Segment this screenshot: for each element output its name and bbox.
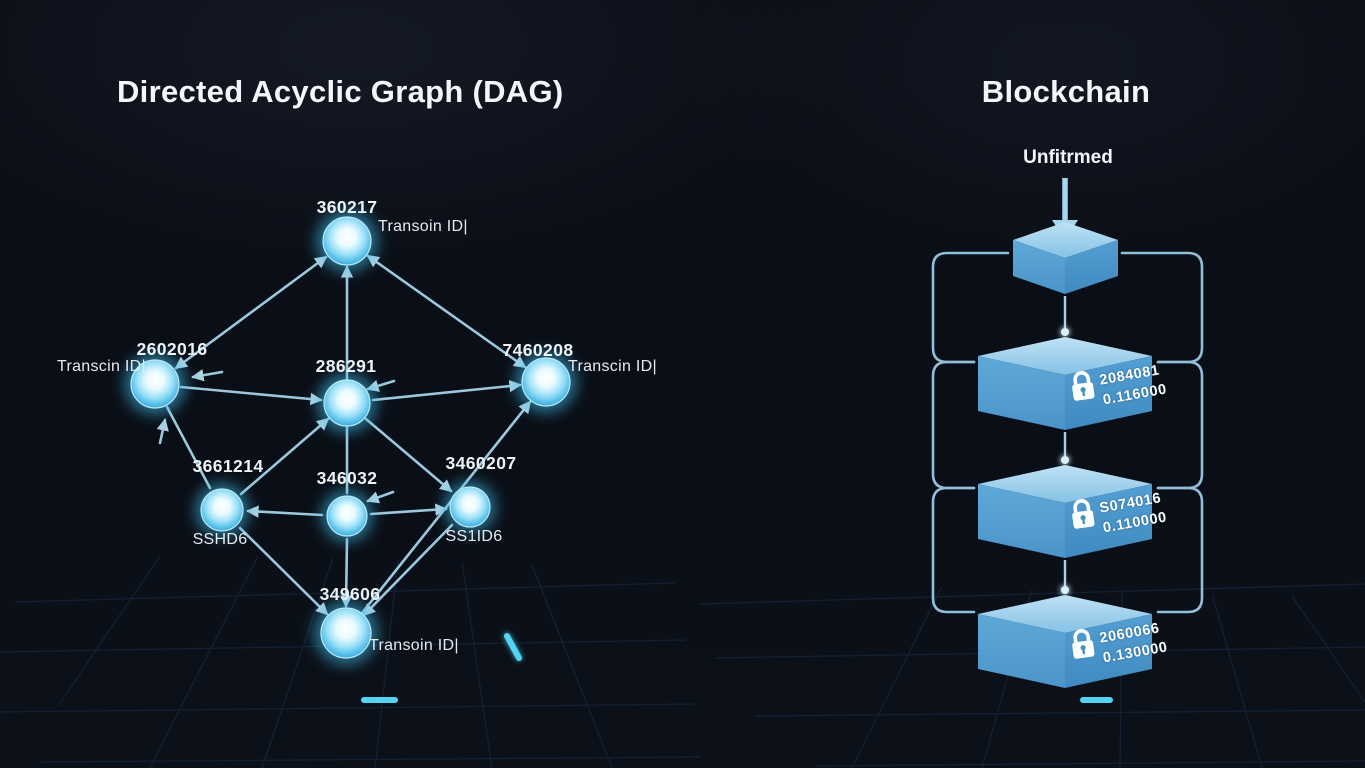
dag-edge — [364, 417, 453, 493]
dag-float-arrow — [191, 369, 224, 382]
node-number: 346032 — [316, 468, 378, 488]
node-number: 286291 — [315, 356, 377, 376]
node-tag: Transoin ID| — [378, 218, 468, 235]
dag-node-bottom — [314, 601, 378, 665]
dag-float-arrow — [156, 418, 169, 445]
dag-node-lower-right — [444, 481, 496, 533]
dag-float-arrow — [366, 490, 395, 504]
connector-dot — [1061, 586, 1069, 594]
dag-node-center — [317, 373, 377, 433]
connector-dots — [1060, 327, 1070, 595]
dag-edge — [238, 526, 329, 616]
block-3 — [978, 595, 1152, 688]
dag-node-top — [316, 210, 378, 272]
dag-edge — [246, 505, 324, 518]
dag-edge — [239, 417, 330, 496]
bracket-right — [1120, 251, 1204, 614]
lock-icon — [1072, 499, 1095, 529]
node-number: 3460207 — [445, 453, 517, 473]
lock-icon — [1072, 629, 1095, 659]
dag-node-right — [515, 351, 577, 413]
node-number: 3661214 — [192, 456, 264, 476]
node-tag: Transoin ID| — [369, 637, 459, 654]
dag-edge — [165, 405, 212, 490]
connector-dot — [1061, 456, 1069, 464]
dag-edge — [339, 537, 353, 608]
block-1 — [978, 337, 1152, 430]
dag-title: Directed Acyclic Graph (DAG) — [117, 74, 564, 109]
dag-node-left — [124, 353, 186, 415]
unconfirmed-label: Unfitrmed — [1023, 147, 1113, 168]
lock-icon — [1072, 371, 1095, 401]
node-tag: SSHD6 — [192, 531, 248, 548]
block-2 — [978, 465, 1152, 558]
node-number: 360217 — [316, 197, 378, 217]
node-number: 349606 — [319, 584, 381, 604]
node-tag: SS1ID6 — [445, 528, 503, 545]
block-3-text: 2060066 0.130000 — [1098, 618, 1169, 669]
connector-dot — [1061, 328, 1069, 336]
dag-nodes — [124, 210, 577, 665]
dag-edge — [369, 503, 448, 516]
floor-grid — [0, 555, 1365, 768]
dag-edge — [366, 254, 527, 369]
blockchain-title: Blockchain — [981, 74, 1151, 109]
block-2-text: S074016 0.110000 — [1098, 488, 1168, 539]
block-unconfirmed — [1013, 222, 1118, 294]
node-tag: Transcin ID| — [568, 358, 657, 375]
bracket-left — [931, 251, 1010, 614]
dag-edge — [371, 379, 522, 402]
dag-node-lower-left — [195, 483, 249, 537]
glow-dashes — [361, 633, 1113, 703]
block-1-text: 2084081 0.116000 — [1098, 360, 1168, 411]
node-number: 2602016 — [136, 339, 208, 359]
dag-node-lower-center — [321, 490, 373, 542]
glow-dash — [504, 633, 522, 661]
dag-edge — [362, 523, 454, 617]
dag-edge — [174, 255, 328, 370]
node-number: 7460208 — [502, 340, 574, 360]
node-tag: Transcin ID| — [57, 358, 146, 375]
dag-edge — [179, 385, 323, 406]
